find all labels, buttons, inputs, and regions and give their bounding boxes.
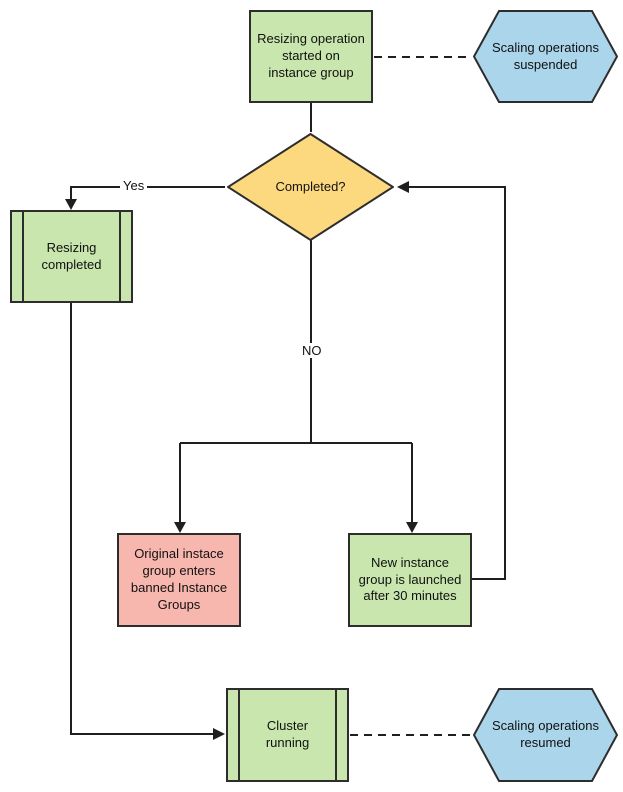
arrowhead	[65, 199, 77, 210]
edge-resizing-completed-to-cluster	[70, 303, 214, 735]
predefined-process-bar	[22, 212, 24, 301]
start-node-label: Resizing operation started on instance g…	[257, 31, 365, 80]
diamond-shape	[227, 133, 394, 241]
resizing-completed-node: Resizing completed	[10, 210, 133, 303]
hexagon-shape	[473, 10, 618, 103]
predefined-process-bar	[335, 690, 337, 780]
scaling-resumed-hexagon: Scaling operations resumed	[473, 688, 618, 782]
arrowhead	[406, 522, 418, 533]
banned-groups-label: Original instace group enters banned Ins…	[130, 546, 228, 612]
predefined-process-bar	[119, 212, 121, 301]
completed-decision-label: Completed?	[275, 178, 346, 194]
new-instance-group-label: New instance group is launched after 30 …	[358, 554, 462, 604]
new-instance-group-node: New instance group is launched after 30 …	[348, 533, 472, 627]
arrowhead	[174, 522, 186, 533]
predefined-process-bar	[238, 690, 240, 780]
arrowhead	[397, 181, 409, 193]
resizing-completed-label: Resizing completed	[41, 239, 102, 272]
completed-decision: Completed?	[227, 133, 394, 241]
scaling-suspended-hexagon: Scaling operations suspended	[473, 10, 618, 103]
edge-decision-yes	[70, 186, 225, 200]
hexagon-shape	[473, 688, 618, 782]
edge-new-instance-to-decision	[408, 186, 506, 580]
banned-groups-node: Original instace group enters banned Ins…	[117, 533, 241, 627]
scaling-resumed-label: Scaling operations resumed	[492, 718, 599, 750]
cluster-running-label: Cluster running	[265, 718, 310, 750]
scaling-suspended-label: Scaling operations suspended	[492, 39, 599, 72]
no-label: NO	[299, 343, 325, 358]
yes-label: Yes	[120, 178, 148, 193]
arrowhead	[213, 728, 225, 740]
start-node: Resizing operation started on instance g…	[249, 10, 373, 103]
cluster-running-node: Cluster running	[226, 688, 349, 782]
